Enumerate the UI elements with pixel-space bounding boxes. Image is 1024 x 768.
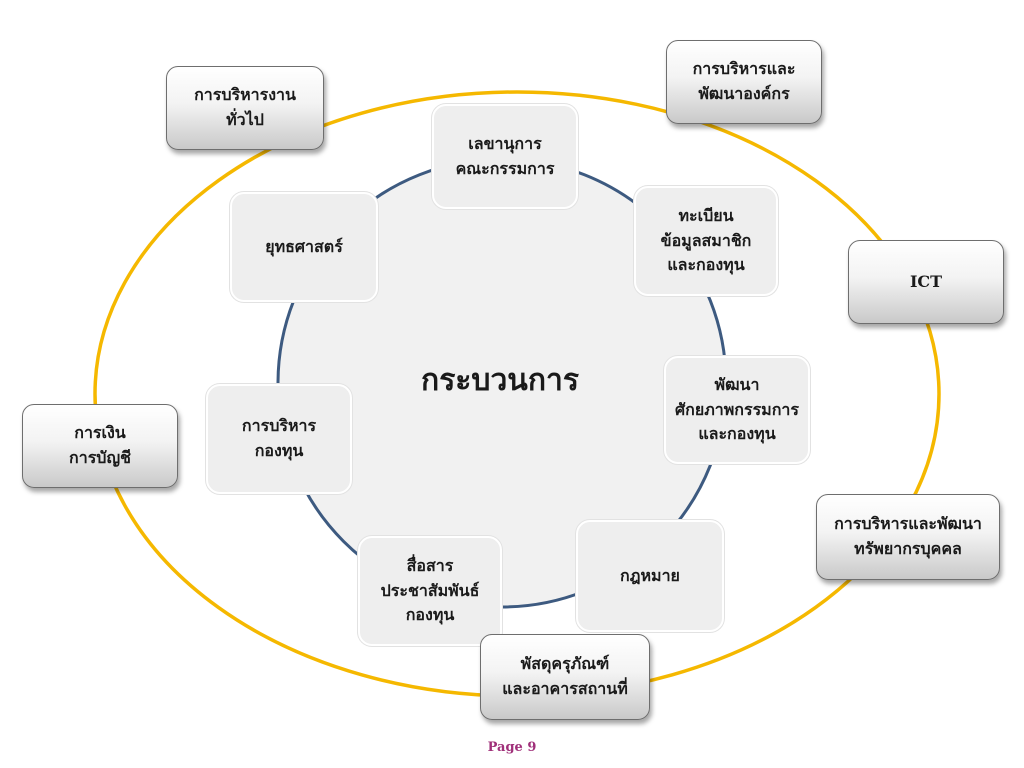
inner-box-public-relations: สื่อสาร ประชาสัมพันธ์ กองทุน	[358, 536, 502, 646]
outer-box-line: พัสดุครุภัณฑ์	[520, 654, 610, 674]
inner-box-line: คณะกรรมการ	[455, 158, 555, 178]
outer-box-line: ICT	[909, 271, 943, 291]
outer-box-line: การบริหารงาน	[194, 85, 296, 105]
inner-box-strategy: ยุทธศาสตร์	[230, 192, 378, 302]
inner-box-line: ทะเบียน	[678, 205, 734, 225]
inner-box-line: กองทุน	[405, 605, 455, 625]
outer-box-organization-development: การบริหารและ พัฒนาองค์กร	[666, 40, 822, 124]
inner-box-fund-management: การบริหาร กองทุน	[206, 384, 352, 494]
inner-box-capacity-development: พัฒนา ศักยภาพกรรมการ และกองทุน	[664, 356, 810, 464]
outer-box-line: การบริหารและพัฒนา	[834, 514, 982, 534]
outer-box-ict: ICT	[848, 240, 1004, 324]
inner-box-registration: ทะเบียน ข้อมูลสมาชิก และกองทุน	[634, 186, 778, 296]
inner-box-line: กองทุน	[254, 441, 304, 460]
outer-box-supplies-facilities: พัสดุครุภัณฑ์ และอาคารสถานที่	[480, 634, 650, 720]
inner-box-line: ยุทธศาสตร์	[265, 236, 343, 256]
inner-box-secretary: เลขานุการ คณะกรรมการ	[432, 104, 578, 209]
outer-box-general-administration: การบริหารงาน ทั่วไป	[166, 66, 324, 150]
outer-box-human-resources: การบริหารและพัฒนา ทรัพยากรบุคคล	[816, 494, 1000, 580]
inner-box-line: พัฒนา	[714, 374, 760, 394]
inner-box-law: กฎหมาย	[576, 520, 724, 632]
outer-box-line: การบัญชี	[69, 448, 131, 467]
inner-box-line: ประชาสัมพันธ์	[380, 580, 480, 600]
inner-box-line: สื่อสาร	[406, 555, 454, 575]
inner-box-line: ศักยภาพกรรมการ	[675, 399, 799, 419]
outer-box-line: การบริหารและ	[692, 59, 796, 79]
inner-box-line: กฎหมาย	[620, 565, 680, 585]
inner-box-line: ข้อมูลสมาชิก	[660, 230, 752, 250]
inner-box-line: เลขานุการ	[468, 133, 542, 153]
inner-box-line: และกองทุน	[667, 255, 745, 275]
outer-box-line: พัฒนาองค์กร	[698, 84, 790, 103]
inner-box-line: การบริหาร	[241, 416, 317, 436]
page-number: Page 9	[487, 739, 537, 755]
center-label: กระบวนการ	[421, 362, 579, 398]
inner-box-line: และกองทุน	[698, 424, 776, 444]
outer-box-line: ทั่วไป	[226, 110, 264, 129]
outer-box-line: ทรัพยากรบุคคล	[854, 539, 962, 558]
outer-box-finance-accounting: การเงิน การบัญชี	[22, 404, 178, 488]
outer-box-line: และอาคารสถานที่	[502, 679, 628, 698]
outer-box-line: การเงิน	[74, 423, 126, 443]
